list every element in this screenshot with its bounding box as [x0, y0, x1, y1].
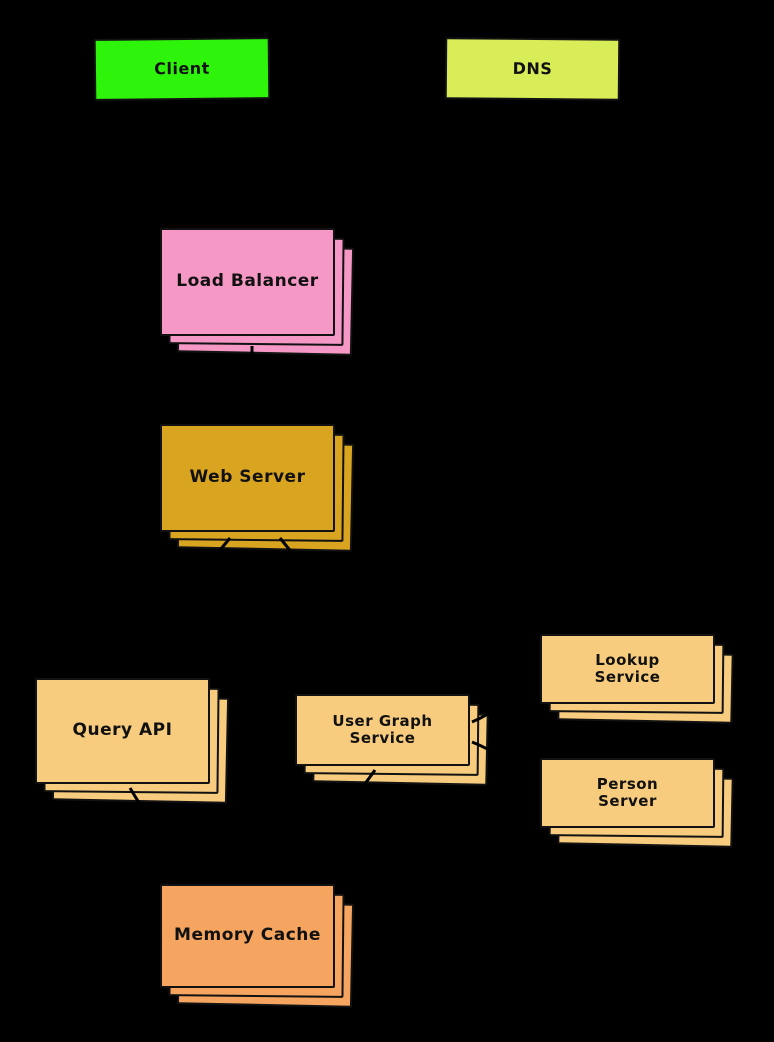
node-lookup-service-box [540, 634, 715, 704]
node-user-graph-service-label: User Graph Service [332, 711, 433, 747]
node-web-server: Web Server [160, 424, 355, 552]
node-lookup-service-label: Lookup Service [594, 650, 661, 686]
node-person-server-box [540, 758, 715, 828]
node-person-server: Person Server [540, 758, 734, 848]
edge-web-server-user-graph [278, 537, 383, 693]
edge-web-server-query-api [119, 537, 232, 677]
node-memory-cache: Memory Cache [160, 884, 355, 1008]
edge-client-load-balancer [180, 101, 247, 229]
node-client: Client [93, 37, 271, 101]
node-memory-cache-box [160, 884, 335, 988]
node-query-api-box [35, 678, 210, 784]
node-user-graph-service: User Graph Service [295, 694, 489, 786]
node-query-api-label: Query API [72, 720, 173, 741]
node-load-balancer-box [160, 228, 335, 336]
node-user-graph-service-box [295, 694, 470, 766]
node-person-server-label: Person Server [596, 774, 659, 810]
node-load-balancer: Load Balancer [160, 228, 355, 356]
edge-user-graph-memory-cache [283, 769, 377, 882]
node-client-label: Client [154, 58, 210, 79]
node-lookup-service: Lookup Service [540, 634, 734, 724]
node-query-api: Query API [35, 678, 230, 804]
node-dns: DNS [444, 37, 621, 101]
node-web-server-label: Web Server [189, 467, 306, 488]
node-dns-label: DNS [512, 58, 553, 78]
node-load-balancer-label: Load Balancer [176, 271, 319, 292]
node-memory-cache-label: Memory Cache [174, 925, 321, 946]
node-web-server-box [160, 424, 335, 532]
